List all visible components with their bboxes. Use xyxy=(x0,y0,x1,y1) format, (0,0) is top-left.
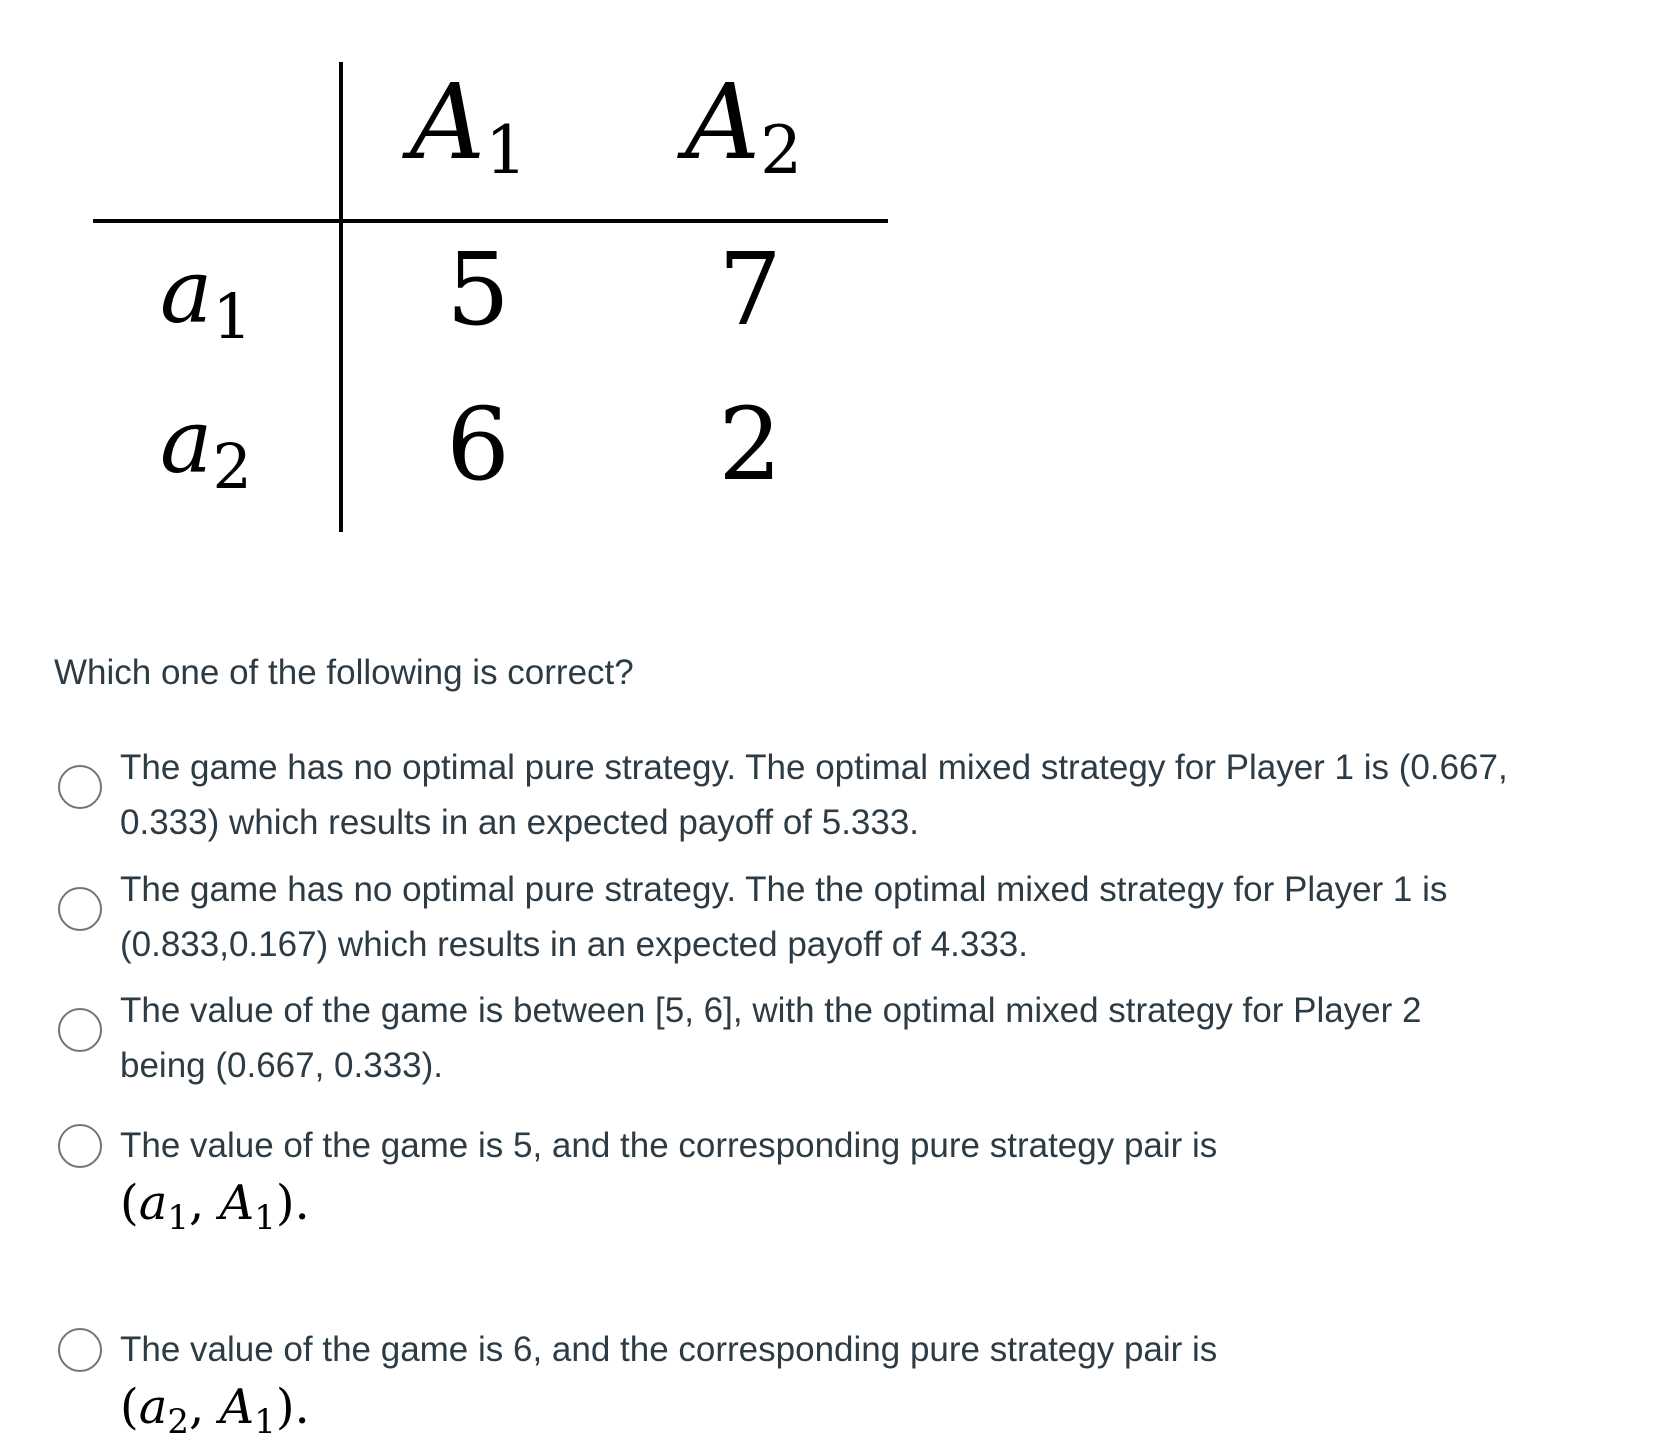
row-header-a1: a1 xyxy=(160,240,252,354)
option-label: The game has no optimal pure strategy. T… xyxy=(120,748,1508,842)
radio-button[interactable] xyxy=(58,1008,102,1052)
cell-a2-A1: 6 xyxy=(446,386,510,503)
column-header-A2: A2 xyxy=(685,61,803,189)
option-label: The value of the game is 6, and the corr… xyxy=(120,1330,1218,1369)
matrix-horizontal-divider xyxy=(93,219,888,223)
radio-button[interactable] xyxy=(58,1328,102,1372)
row-header-a2: a2 xyxy=(160,390,252,504)
option-label: The game has no optimal pure strategy. T… xyxy=(120,870,1448,964)
radio-button[interactable] xyxy=(58,887,102,931)
cell-a1-A2: 7 xyxy=(718,231,782,348)
radio-button[interactable] xyxy=(58,765,102,809)
matrix-vertical-divider xyxy=(339,62,343,532)
option-label: The value of the game is 5, and the corr… xyxy=(120,1126,1218,1165)
cell-a2-A2: 2 xyxy=(718,386,782,503)
column-header-A1: A1 xyxy=(410,61,528,189)
option-label: The value of the game is between [5, 6],… xyxy=(120,991,1422,1085)
question-text: Which one of the following is correct? xyxy=(54,653,634,692)
radio-button[interactable] xyxy=(58,1124,102,1168)
option-math-pair: (a2, A1). xyxy=(120,1379,310,1442)
payoff-matrix: A1 A2 a1 a2 5 7 6 2 xyxy=(0,0,900,540)
option-math-pair: (a1, A1). xyxy=(120,1175,310,1238)
cell-a1-A1: 5 xyxy=(446,231,510,348)
